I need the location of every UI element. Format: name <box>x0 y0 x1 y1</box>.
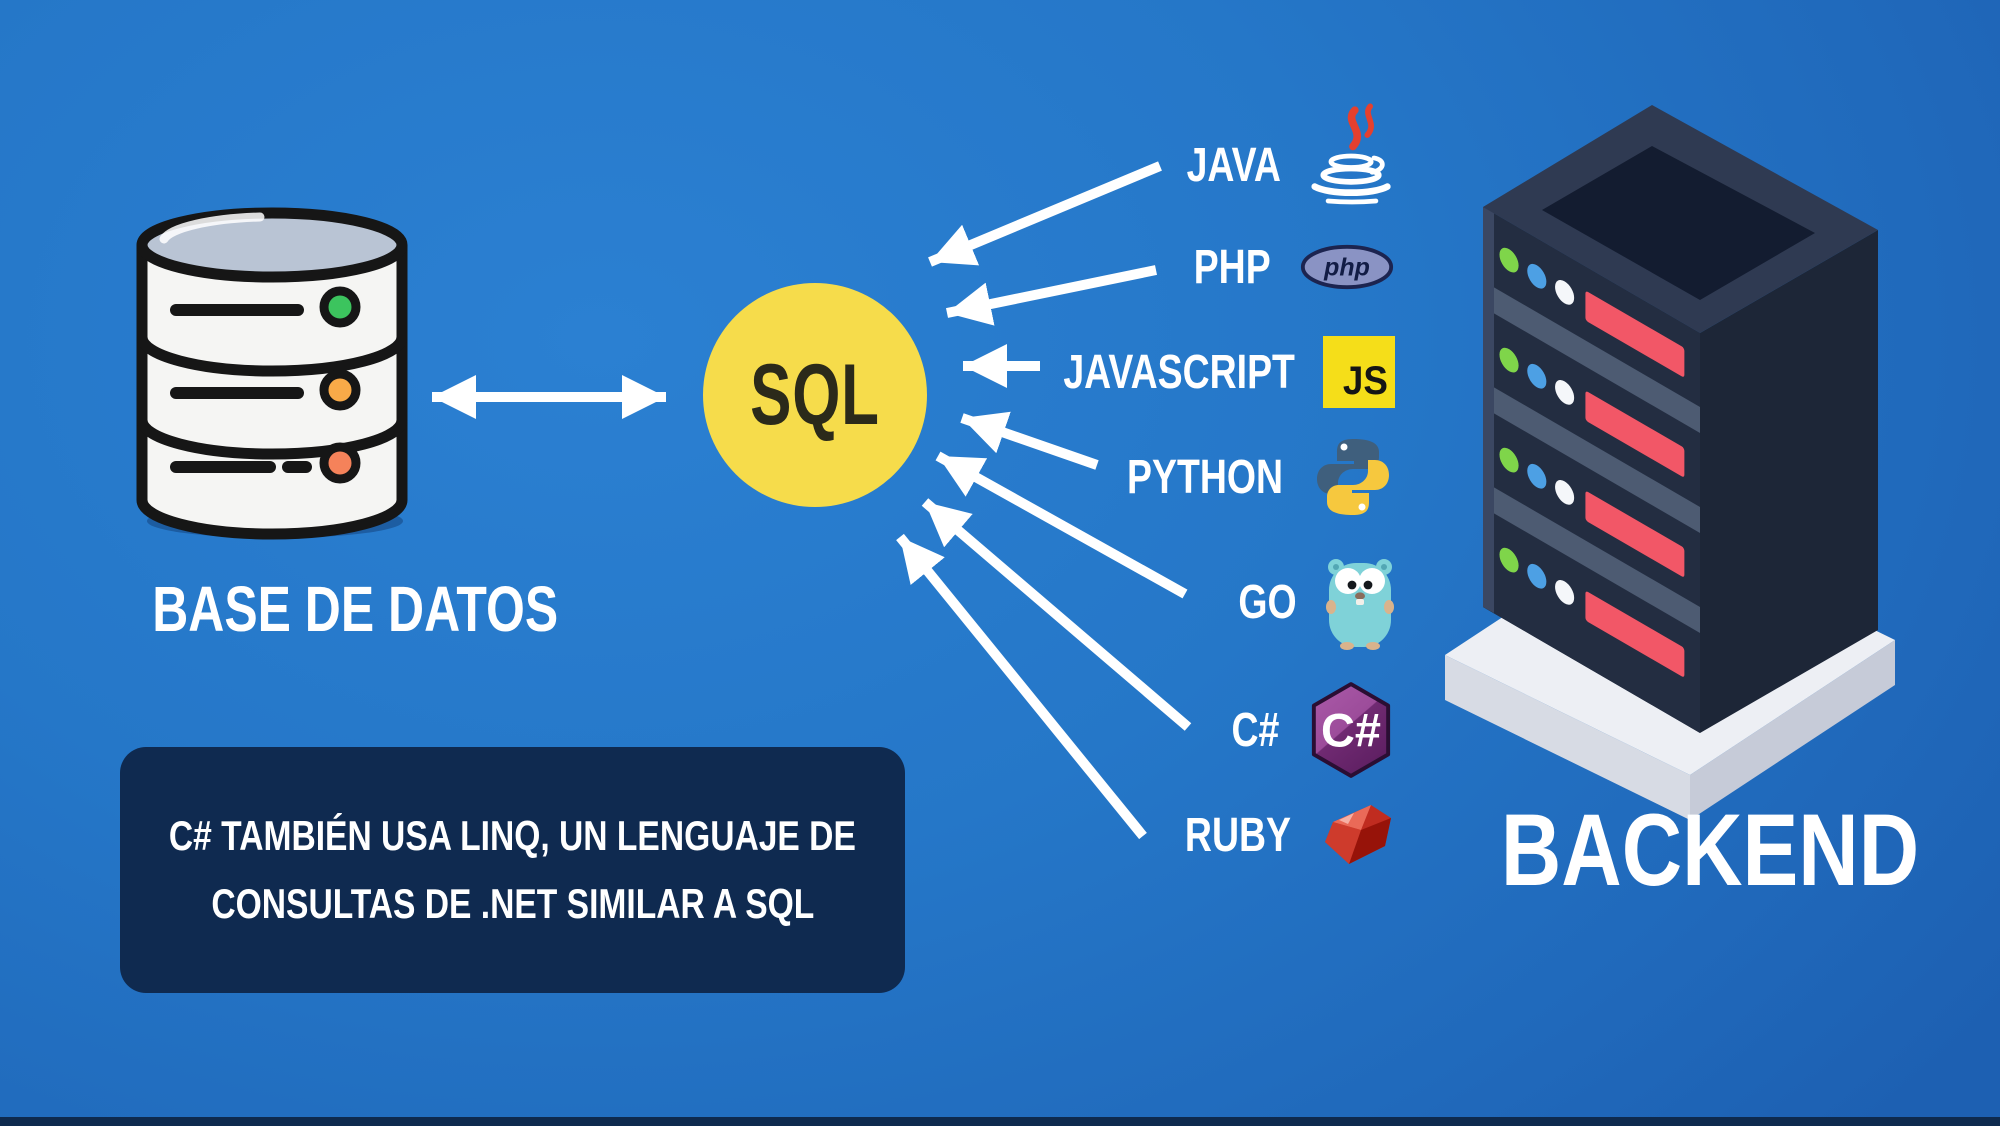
language-row-javascript: JAVASCRIPT JS <box>875 335 1395 409</box>
language-row-python: PYTHON <box>875 439 1395 515</box>
note-box: C# TAMBIÉN USA LINQ, UN LENGUAJE DE CONS… <box>120 747 905 993</box>
note-line-2: CONSULTAS DE .NET SIMILAR A SQL <box>211 880 814 927</box>
arrow-java-to-sql <box>928 161 1162 267</box>
javascript-badge: JS <box>1342 359 1388 403</box>
bottom-edge-strip <box>0 1117 2000 1126</box>
svg-text:C#: C# <box>1321 705 1381 757</box>
csharp-icon: C# <box>1307 681 1395 779</box>
sql-label: SQL <box>750 346 880 443</box>
language-row-csharp: C# C# <box>875 682 1395 778</box>
javascript-label: JAVASCRIPT <box>1063 345 1295 399</box>
arrow-csharp-to-sql <box>921 498 1192 731</box>
language-row-go: GO <box>875 558 1395 650</box>
go-label: GO <box>1238 575 1297 629</box>
python-icon <box>1311 435 1395 519</box>
backend-title-label: BACKEND <box>1500 793 1920 907</box>
database-title-label: BASE DE DATOS <box>152 573 559 645</box>
server-tower-icon <box>1445 105 1895 820</box>
arrow-php-to-sql <box>945 265 1158 326</box>
java-label: JAVA <box>1186 138 1281 192</box>
note-line-1: C# TAMBIÉN USA LINQ, UN LENGUAJE DE <box>169 812 857 859</box>
language-row-java: JAVA <box>875 103 1395 220</box>
arrow-go-to-sql <box>935 451 1188 599</box>
database-title: BASE DE DATOS <box>95 572 558 646</box>
csharp-label: C# <box>1231 703 1279 757</box>
arrow-ruby-to-sql <box>896 533 1147 840</box>
php-label: PHP <box>1194 240 1271 294</box>
language-row-ruby: RUBY <box>875 798 1395 872</box>
language-row-php: PHP php <box>875 230 1395 304</box>
svg-text:php: php <box>1323 254 1370 282</box>
sql-node: SQL <box>703 283 927 507</box>
backend-title: BACKEND <box>1455 792 1919 909</box>
javascript-icon: JS <box>1323 336 1395 408</box>
php-icon: php <box>1299 243 1395 291</box>
ruby-icon <box>1319 800 1395 870</box>
ruby-label: RUBY <box>1184 808 1291 862</box>
go-gopher-icon <box>1325 555 1395 650</box>
arrow-python-to-sql <box>960 411 1099 470</box>
database-cylinder-icon <box>136 207 408 540</box>
python-label: PYTHON <box>1126 450 1283 504</box>
java-icon <box>1309 102 1395 212</box>
